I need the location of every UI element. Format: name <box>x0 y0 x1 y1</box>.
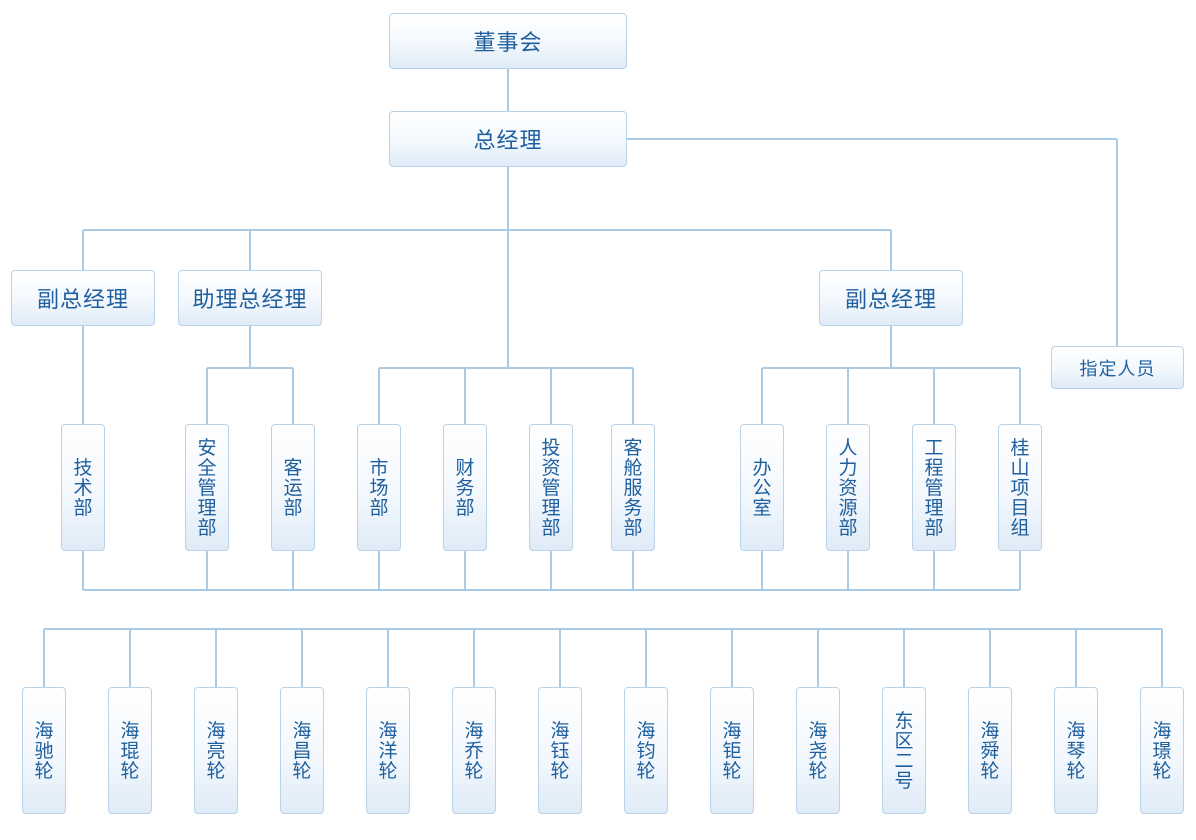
ship-node: 海钜轮 <box>710 687 754 814</box>
department-node: 财务部 <box>443 424 487 551</box>
department-node: 工程管理部 <box>912 424 956 551</box>
ship-node: 海乔轮 <box>452 687 496 814</box>
designated-personnel-node: 指定人员 <box>1051 346 1184 389</box>
department-node: 办公室 <box>740 424 784 551</box>
department-node: 投资管理部 <box>529 424 573 551</box>
deputy-gm-left-node: 副总经理 <box>11 270 155 326</box>
department-node: 客运部 <box>271 424 315 551</box>
ship-node: 海璟轮 <box>1140 687 1184 814</box>
department-node: 客舱服务部 <box>611 424 655 551</box>
ship-node: 海驰轮 <box>22 687 66 814</box>
ship-node: 海洋轮 <box>366 687 410 814</box>
department-node: 桂山项目组 <box>998 424 1042 551</box>
ship-node: 海钧轮 <box>624 687 668 814</box>
ship-node: 海尧轮 <box>796 687 840 814</box>
department-node: 人力资源部 <box>826 424 870 551</box>
ship-node: 海亮轮 <box>194 687 238 814</box>
ship-node: 东区二号 <box>882 687 926 814</box>
ship-node: 海琨轮 <box>108 687 152 814</box>
ship-node: 海舜轮 <box>968 687 1012 814</box>
department-node: 市场部 <box>357 424 401 551</box>
ship-node: 海琴轮 <box>1054 687 1098 814</box>
general-manager-node: 总经理 <box>389 111 627 167</box>
ship-node: 海昌轮 <box>280 687 324 814</box>
deputy-gm-right-node: 副总经理 <box>819 270 963 326</box>
department-node: 安全管理部 <box>185 424 229 551</box>
department-node: 技术部 <box>61 424 105 551</box>
board-node: 董事会 <box>389 13 627 69</box>
ship-node: 海钰轮 <box>538 687 582 814</box>
assistant-gm-node: 助理总经理 <box>178 270 322 326</box>
